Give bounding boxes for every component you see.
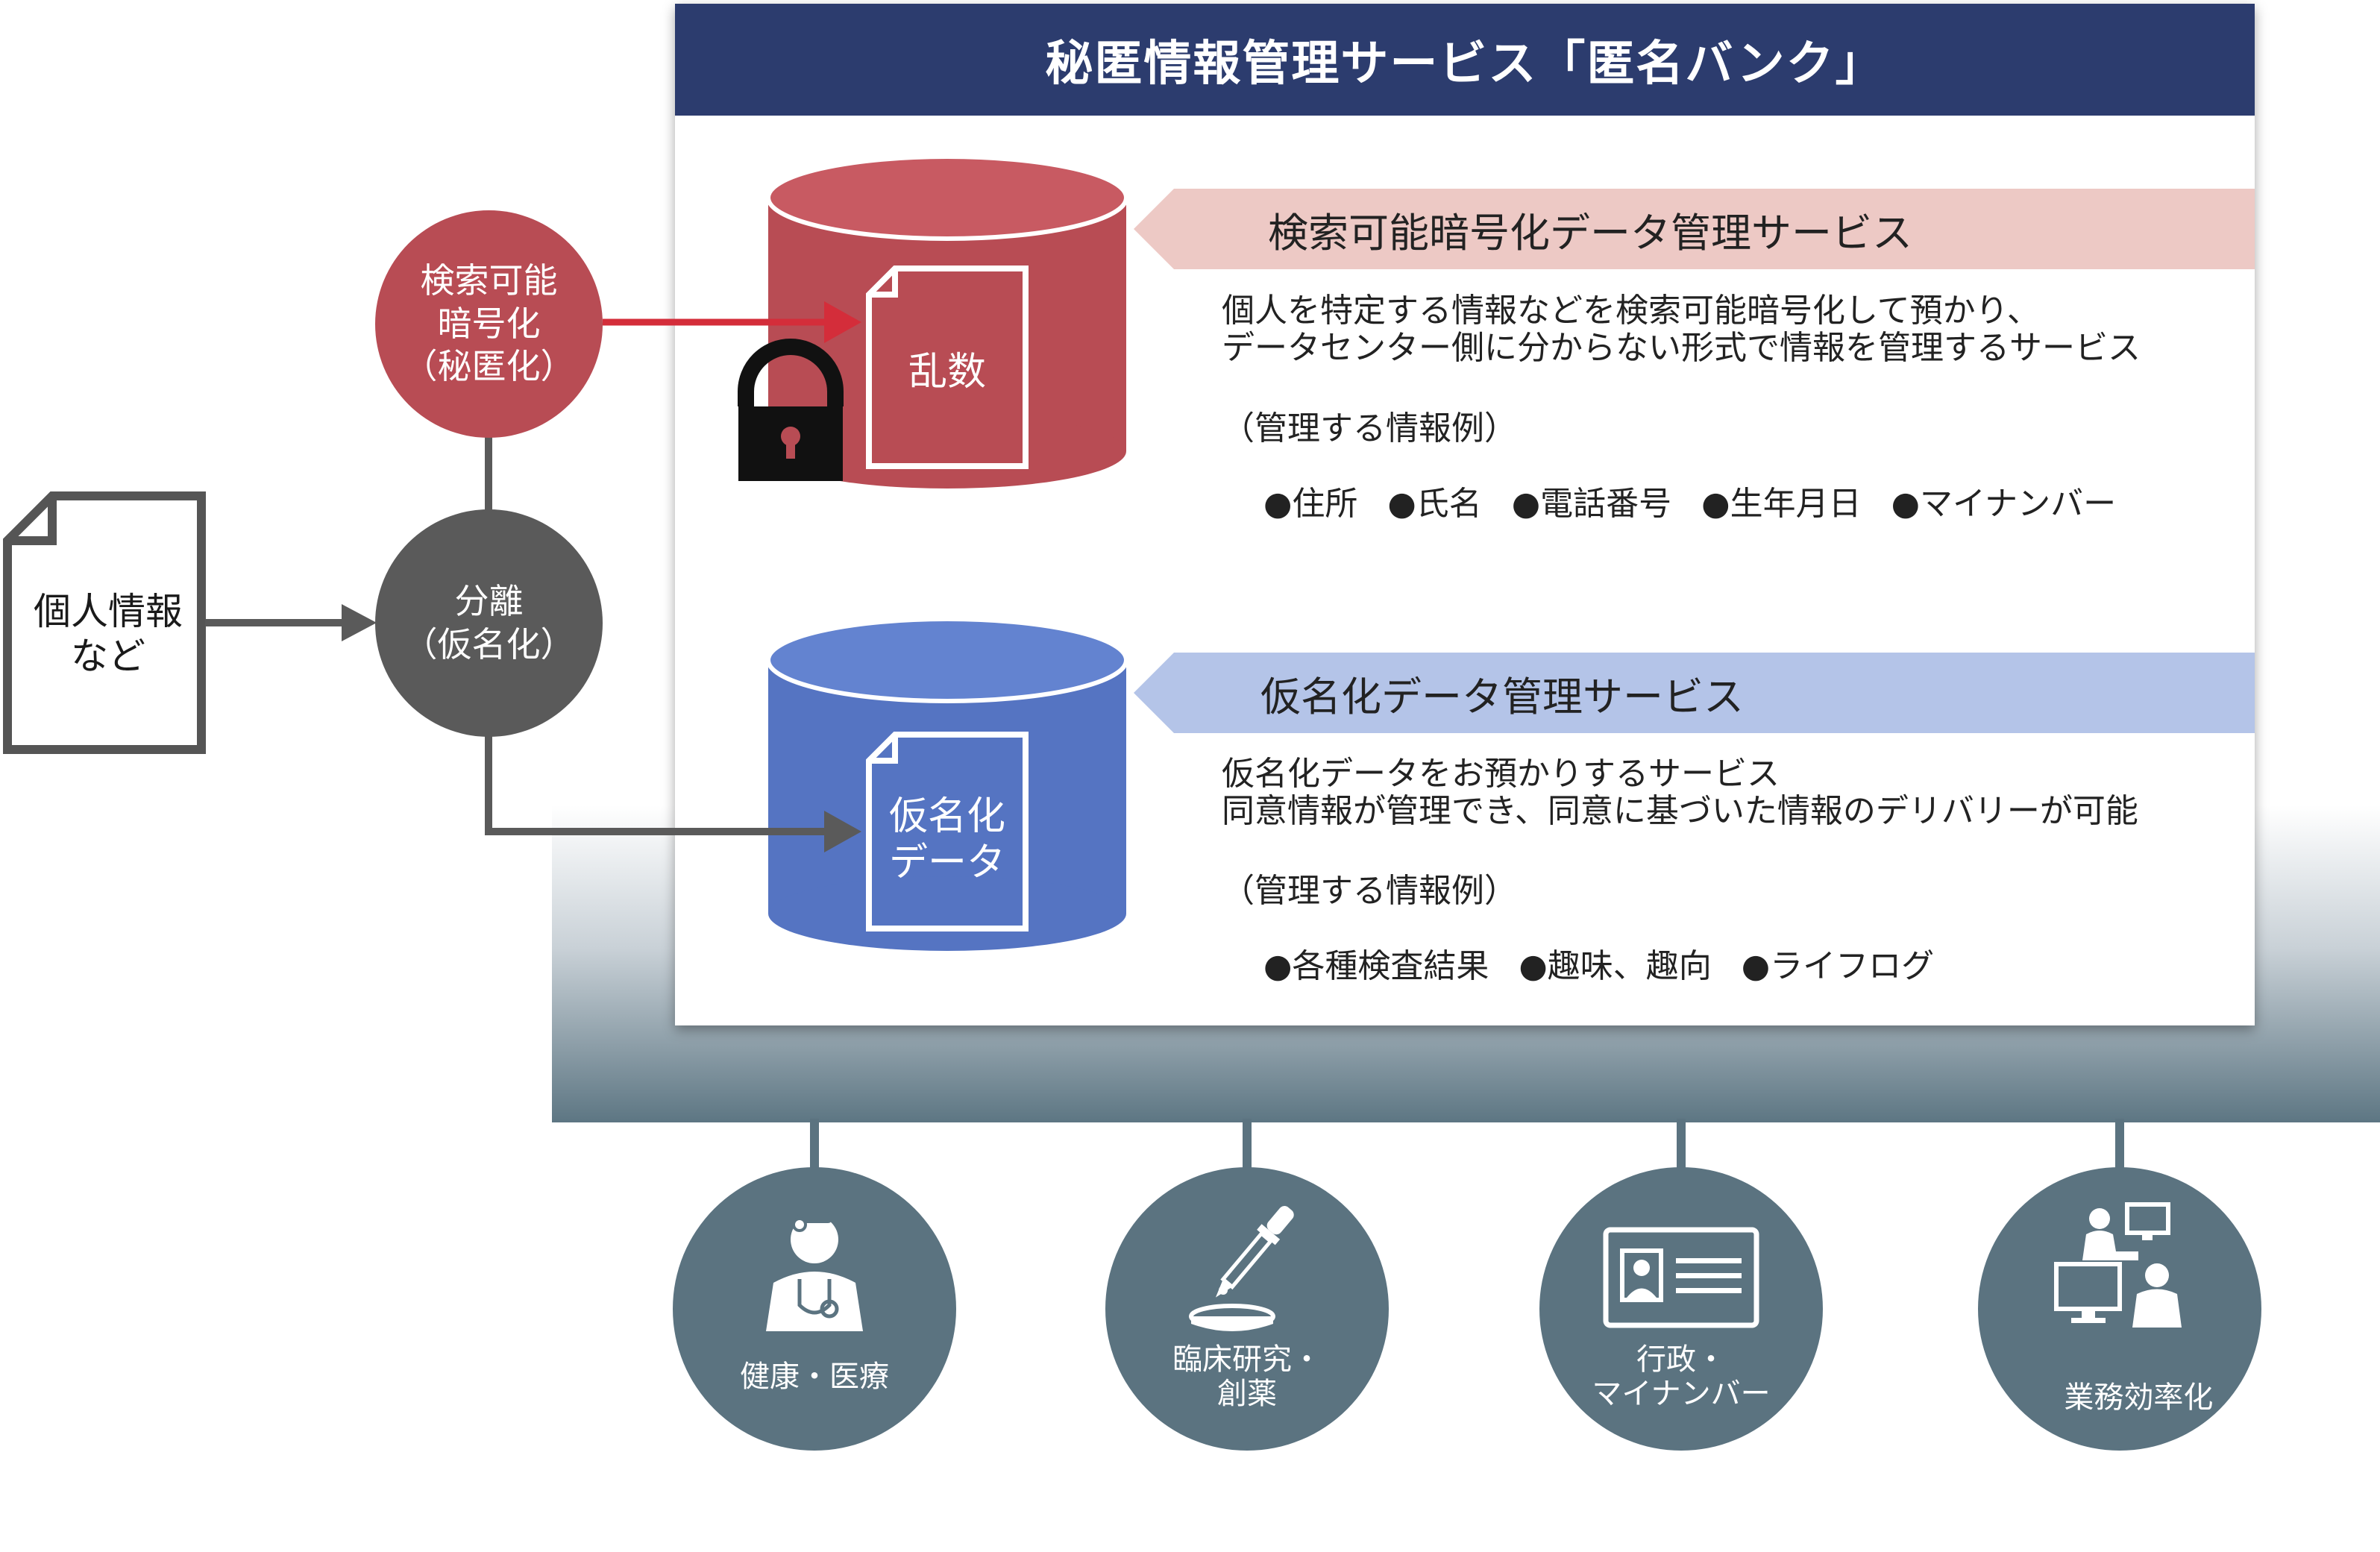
service-title: 秘匿情報管理サービス「匿名バンク」 (675, 4, 2255, 116)
use-case-government: 行政・ マイナンバー (1539, 1167, 1823, 1451)
personal-info-doc-icon (3, 491, 206, 754)
encrypt-node: 検索可能 暗号化 （秘匿化） (375, 210, 603, 438)
service-panel: 秘匿情報管理サービス「匿名バンク」 検索可能暗号化データ管理サービス 個人を特定… (675, 4, 2255, 1025)
example-item: ●ライフログ (1741, 947, 1935, 985)
example-item: ●マイナンバー (1891, 485, 2117, 523)
service1-banner: 検索可能暗号化データ管理サービス (1134, 189, 2255, 269)
use-case-label: 行政・ マイナンバー (1592, 1342, 1771, 1411)
service1-description: 個人を特定する情報などを検索可能暗号化して預かり、 データセンター側に分からない… (1222, 292, 2141, 367)
pseudonym-doc-label: 仮名化 データ (888, 794, 1005, 886)
service1-title: 検索可能暗号化データ管理サービス (1268, 209, 1912, 257)
personal-info-label: 個人情報 など (34, 590, 183, 678)
use-case-business: 業務効率化 （クラウド活用） (1978, 1167, 2261, 1479)
use-case-clinical: 臨床研究・ 創薬 (1105, 1167, 1389, 1451)
lock-icon (738, 339, 844, 481)
example-item: ●氏名 (1387, 485, 1482, 523)
use-case-label: 業務効率化 （クラウド活用） (1978, 1346, 2261, 1552)
arrow-head-separate (342, 604, 377, 641)
pipette-icon (1189, 1206, 1294, 1331)
service2-title: 仮名化データ管理サービス (1260, 673, 1744, 720)
service1-examples-heading: （管理する情報例） (1222, 409, 1517, 447)
example-item: ●各種検査結果 (1263, 947, 1489, 985)
example-item: ●住所 (1263, 485, 1358, 523)
service1-examples: ●住所 ●氏名 ●電話番号 ●生年月日 ●マイナンバー (1222, 448, 2116, 560)
service2-banner-shape (1134, 653, 2255, 733)
service2-examples-heading: （管理する情報例） (1222, 872, 1517, 910)
arrow-head-encrypt (824, 301, 861, 343)
service2-description: 仮名化データをお預かりするサービス 同意情報が管理でき、同意に基づいた情報のデリ… (1222, 755, 2138, 830)
example-item: ●電話番号 (1511, 485, 1672, 523)
arrow-head-pseudo (824, 811, 861, 852)
connectors-layer (810, 1119, 2124, 1175)
diagram-layer (3, 157, 1128, 951)
pseudonym-database-icon (766, 617, 1128, 951)
random-doc-icon (866, 266, 1029, 469)
doctor-icon (766, 1214, 863, 1331)
use-case-label-main: 業務効率化 (2064, 1380, 2214, 1415)
random-doc-label: 乱数 (908, 350, 986, 395)
pseudonym-doc-icon (866, 732, 1029, 931)
id-card-icon (1603, 1227, 1759, 1328)
service2-examples: ●各種検査結果 ●趣味、趣向 ●ライフログ (1222, 911, 1934, 1022)
use-case-label-sub: （クラウド活用） (2030, 1453, 2209, 1479)
example-item: ●趣味、趣向 (1519, 947, 1712, 985)
office-workers-icon (2054, 1202, 2182, 1328)
use-case-label: 健康・医療 (740, 1360, 889, 1394)
use-case-health: 健康・医療 (673, 1167, 956, 1451)
example-item: ●生年月日 (1701, 485, 1862, 523)
separate-node: 分離 （仮名化） (375, 509, 603, 737)
service2-banner: 仮名化データ管理サービス (1134, 653, 2255, 733)
arrow-separate-to-pseudo (485, 735, 828, 835)
use-case-label: 臨床研究・ 創薬 (1172, 1342, 1322, 1411)
service1-banner-shape (1134, 189, 2255, 269)
